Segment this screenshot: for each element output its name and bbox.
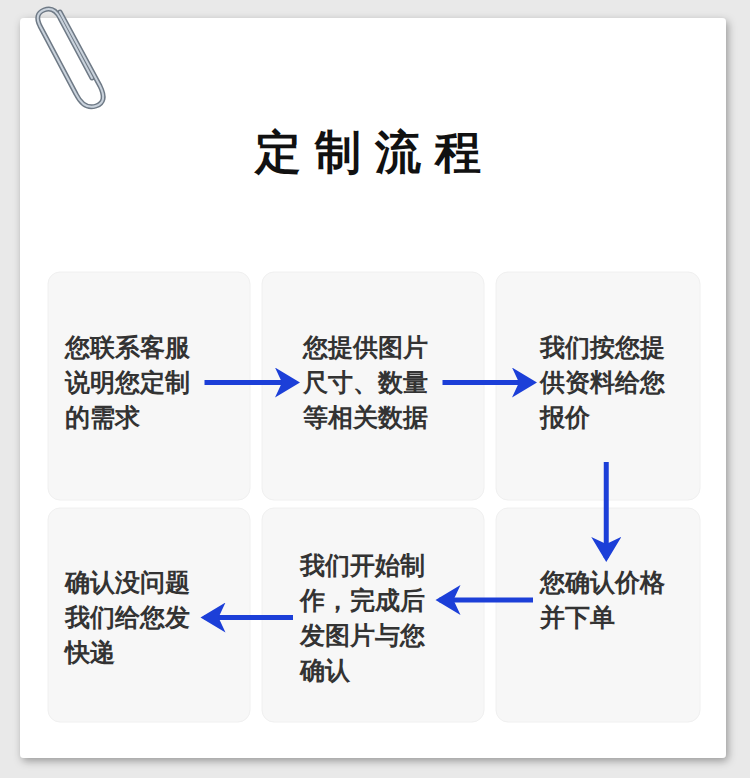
grid-cells [48, 272, 700, 722]
step-text: 我们按您提 供资料给您 报价 [540, 330, 673, 435]
paperclip [38, 9, 103, 107]
step-text: 确认没问题 我们给您发 快递 [65, 565, 198, 670]
flow-arrow [205, 380, 297, 385]
process-step: 您提供图片 尺寸、数量 等相关数据 [303, 330, 436, 435]
flow-arrow [440, 598, 534, 603]
process-step: 确认没问题 我们给您发 快递 [65, 565, 198, 670]
flow-arrow [604, 462, 609, 558]
step-text: 您联系客服 说明您定制 的需求 [65, 330, 198, 435]
step-text: 您提供图片 尺寸、数量 等相关数据 [303, 330, 436, 435]
process-step: 您确认价格 并下单 [540, 565, 673, 635]
grid-cell [262, 508, 484, 722]
grid-cell [496, 508, 700, 722]
grid-cell [262, 272, 484, 500]
grid-cell [496, 272, 700, 500]
process-step: 我们按您提 供资料给您 报价 [540, 330, 673, 435]
flow-arrow [443, 380, 534, 385]
diagram-title: 定制流程 [0, 122, 750, 184]
grid-cell [48, 272, 250, 500]
step-text: 您确认价格 并下单 [540, 565, 673, 635]
flow-arrow [205, 615, 294, 620]
process-step: 您联系客服 说明您定制 的需求 [65, 330, 198, 435]
process-step: 我们开始制 作，完成后 发图片与您 确认 [300, 548, 433, 688]
step-text: 我们开始制 作，完成后 发图片与您 确认 [300, 548, 433, 688]
